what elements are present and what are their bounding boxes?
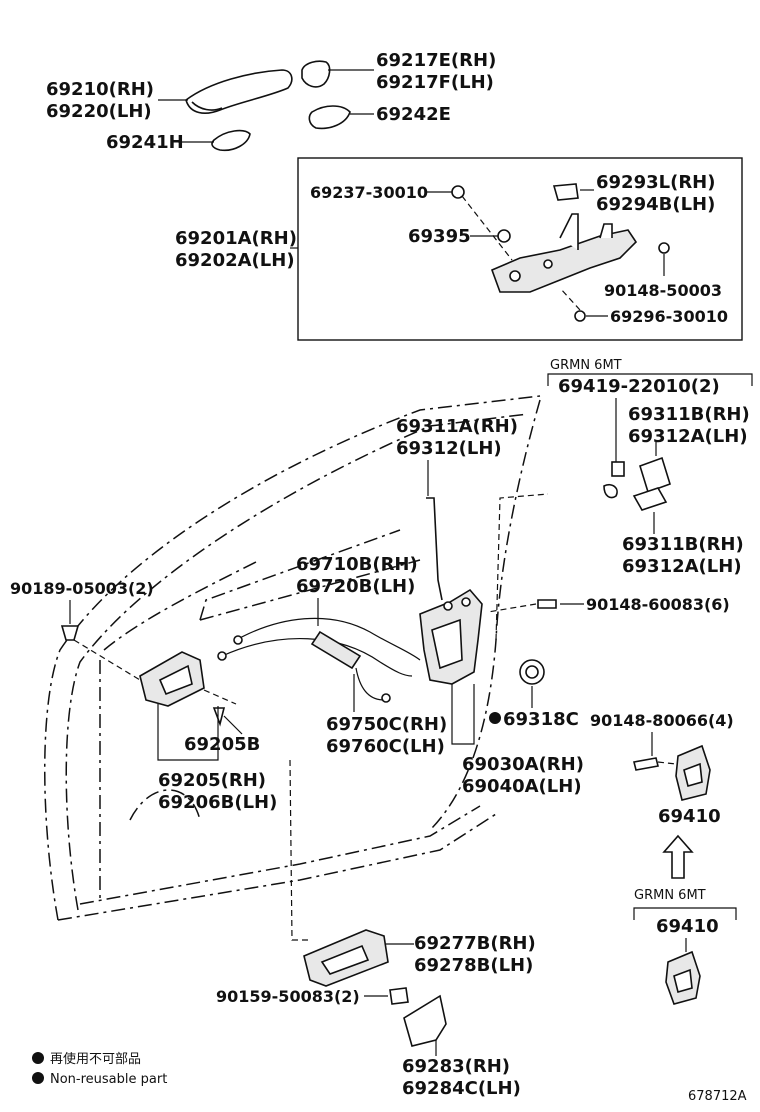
striker-screw [633, 757, 659, 771]
frame-bolt [451, 185, 465, 199]
striker-group: 90148-80066(4) 69410 GRMN 6MT 69410 [590, 711, 737, 1005]
label-lock-rh: 69030A(RH) [462, 754, 584, 775]
label-inner-cover-rh: 69283(RH) [402, 1056, 510, 1077]
frame-clip [497, 229, 511, 243]
label-cover-top-lh: 69312A(LH) [628, 426, 748, 447]
label-lock-lh: 69040A(LH) [462, 776, 582, 797]
label-clip-set: 69419-22010(2) [558, 376, 720, 397]
label-cable-lower-lh: 69760C(LH) [326, 736, 445, 757]
cover-upper [639, 456, 671, 494]
non-reusable-marker [489, 712, 501, 724]
outside-door-handle [185, 69, 293, 114]
label-frame-lever-lh: 69294B(LH) [596, 194, 715, 215]
label-seal: 69318C [503, 709, 579, 730]
inner-cover [403, 994, 447, 1047]
label-frame-screw-2: 69296-30010 [610, 307, 728, 326]
label-bezel-screw: 90159-50083(2) [216, 987, 360, 1006]
label-striker-grmn: 69410 [656, 916, 719, 937]
control-cable [235, 617, 421, 661]
legend-text-jp: 再使用不可部品 [50, 1051, 141, 1067]
legend-dot-2 [32, 1072, 44, 1084]
cover-lower [632, 487, 668, 511]
handle-cap [301, 60, 331, 88]
direction-arrow [662, 834, 694, 879]
door-outline [44, 395, 549, 921]
outer-pad [308, 105, 351, 130]
label-cover-top-rh: 69311B(RH) [628, 404, 750, 425]
left-screw [60, 625, 80, 641]
frame-lever [552, 183, 579, 201]
label-inner-cover-lh: 69284C(LH) [402, 1078, 521, 1099]
rod-cable-group: 69311A(RH) 69312(LH) 69710B(RH) 69720B(L… [217, 416, 518, 757]
label-cable-lh: 69720B(LH) [296, 576, 415, 597]
label-frame-clip: 69395 [408, 226, 471, 247]
clip-lower [603, 483, 618, 499]
label-striker-screw: 90148-80066(4) [590, 711, 734, 730]
inner-pad [211, 129, 251, 152]
legend-text-en: Non-reusable part [50, 1072, 167, 1087]
label-cable-lower-rh: 69750C(RH) [326, 714, 447, 735]
label-cover-bottom-lh: 69312A(LH) [622, 556, 742, 577]
frame-screw-1 [658, 242, 670, 254]
bezel-group: 69277B(RH) 69278B(LH) 90159-50083(2) 692… [216, 929, 536, 1099]
door-lock-group: 90148-60083(6) 69318C 69030A(RH) 69040A(… [419, 588, 730, 797]
label-frame-lh: 69202A(LH) [175, 250, 295, 271]
label-bracket: 69205B [184, 734, 260, 755]
label-rod-lh: 69312(LH) [396, 438, 502, 459]
clip-upper [611, 461, 625, 477]
bezel-screw [389, 987, 409, 1005]
label-cover-bottom-rh: 69311B(RH) [622, 534, 744, 555]
lock-screw [537, 599, 557, 609]
label-frame-lever-rh: 69293L(RH) [596, 172, 715, 193]
inside-handle-group: 90189-05003(2) 69205B 69205(RH) 69206B(L… [10, 579, 310, 941]
label-striker: 69410 [658, 806, 721, 827]
lock-rod [426, 497, 443, 601]
label-cable-rh: 69710B(RH) [296, 554, 418, 575]
label-frame-rh: 69201A(RH) [175, 228, 297, 249]
label-screw-left: 90189-05003(2) [10, 579, 154, 598]
label-inner-pad: 69241H [106, 132, 184, 153]
label-outer-pad: 69242E [376, 104, 451, 125]
cable-sleeve [310, 630, 362, 670]
label-screw-lock: 90148-60083(6) [586, 595, 730, 614]
outside-handle-group: 69210(RH) 69220(LH) 69217E(RH) 69217F(LH… [46, 50, 496, 153]
label-bezel-rh: 69277B(RH) [414, 933, 536, 954]
grmn-clip-group: GRMN 6MT 69419-22010(2) 69311B(RH) 69312… [547, 358, 753, 577]
label-outside-handle-rh: 69210(RH) [46, 79, 154, 100]
figure-id: 678712A [688, 1089, 747, 1104]
legend-dot-1 [32, 1052, 44, 1064]
legend: 再使用不可部品 Non-reusable part [32, 1051, 167, 1087]
frame-assembly-group: 69201A(RH) 69202A(LH) 69237-30010 69395 … [175, 157, 743, 341]
grmn-note-1: GRMN 6MT [550, 358, 622, 373]
label-cap-rh: 69217E(RH) [376, 50, 496, 71]
label-inside-handle-lh: 69206B(LH) [158, 792, 277, 813]
label-rod-rh: 69311A(RH) [396, 416, 518, 437]
inside-handle-bracket [212, 707, 226, 727]
grmn-note-2: GRMN 6MT [634, 888, 706, 903]
label-frame-screw-1: 90148-50003 [604, 281, 722, 300]
label-inside-handle-rh: 69205(RH) [158, 770, 266, 791]
label-frame-bolt: 69237-30010 [310, 183, 428, 202]
handle-frame [490, 229, 638, 293]
frame-screw-2 [574, 310, 586, 322]
label-outside-handle-lh: 69220(LH) [46, 101, 152, 122]
label-bezel-lh: 69278B(LH) [414, 955, 533, 976]
label-cap-lh: 69217F(LH) [376, 72, 494, 93]
